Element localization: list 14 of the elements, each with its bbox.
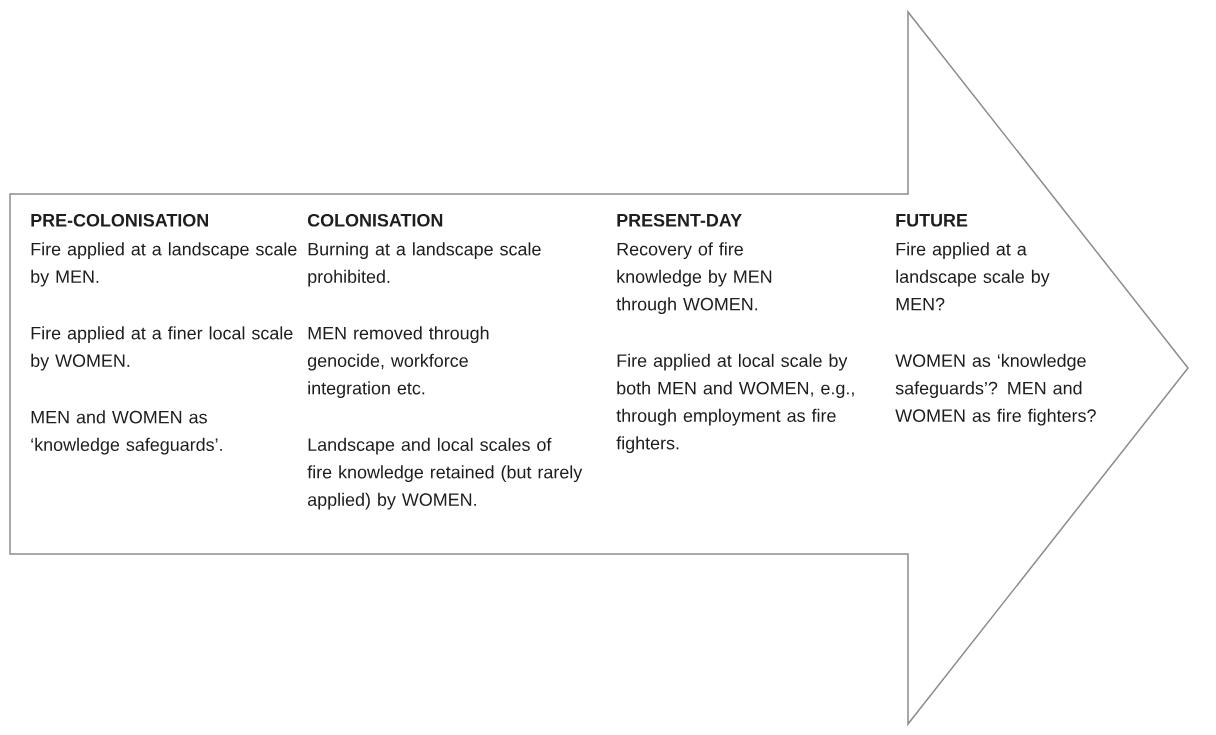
body-text: WOMEN as ‘knowledge safeguards’? MEN and WOMEN as fire fighters? [895,353,1096,426]
body-text: Fire applied at a landscape scale by MEN? [896,242,1050,311]
body-text: Landscape and local scales of fire knowledge retained (but rarely applied) by WOMEN. [307,437,583,510]
body-text: MEN and WOMEN as ‘knowledge safeguards’. [31,410,222,455]
column-heading: FUTURE [896,214,968,227]
body-text: Recovery of fire knowledge by MEN through WOMEN. [616,242,772,315]
body-text: Fire applied at a landscape scale by MEN. [31,242,297,287]
column-heading: PRE-COLONISATION [31,213,208,227]
column-heading: COLONISATION [307,213,443,227]
body-text: MEN removed through genocide, workforce integration etc. [307,326,489,399]
body-text: Fire applied at local scale by both MEN and WOMEN, e.g., through employment as fire fighters. [616,353,854,454]
body-text: Fire applied at a finer local scale by WOMEN. [31,326,293,371]
column-heading: PRESENT-DAY [617,213,742,227]
body-text: Burning at a landscape scale prohibited. [308,242,541,287]
